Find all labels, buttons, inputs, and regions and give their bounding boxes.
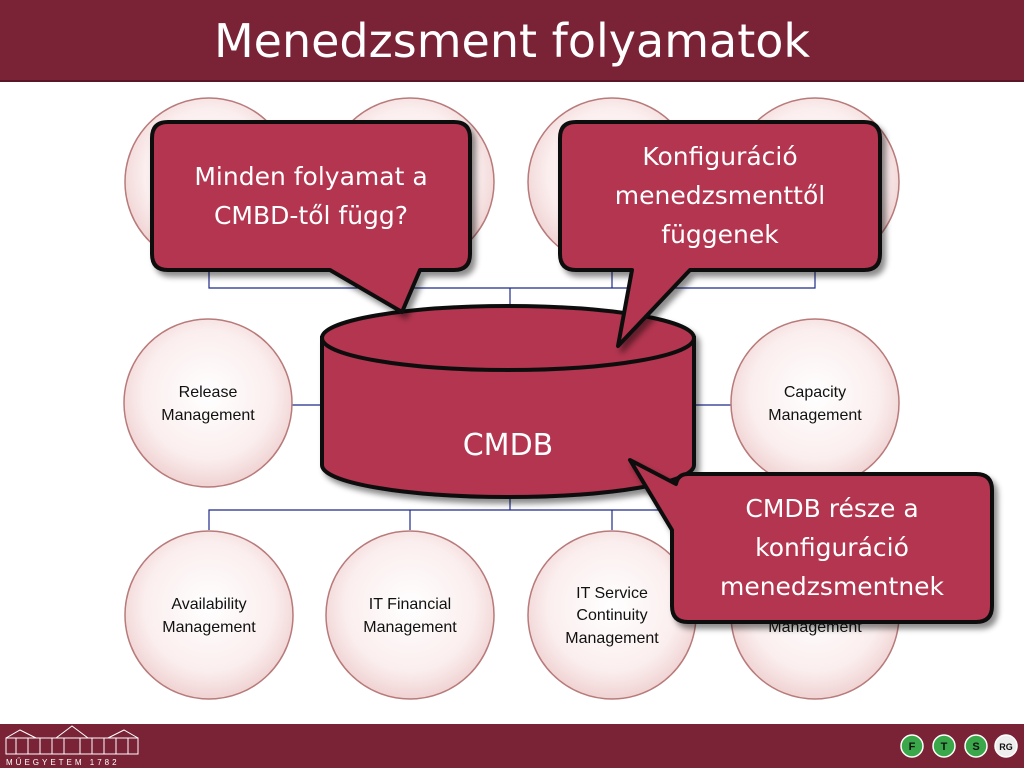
university-logo — [5, 725, 139, 755]
callout-bottom-line-1: CMDB része a — [745, 494, 918, 523]
callout-left-line-2: CMBD-től függ? — [214, 201, 408, 230]
callout-right-line-1: Konfiguráció — [642, 142, 797, 171]
svg-text:Release: Release — [179, 384, 238, 401]
callout-left — [150, 120, 472, 314]
svg-text:S: S — [972, 741, 979, 753]
callout-right-line-3: függenek — [661, 220, 779, 249]
svg-text:T: T — [941, 741, 948, 753]
svg-text:Continuity: Continuity — [576, 607, 647, 624]
process-node-capacity: Capacity Management — [730, 318, 900, 488]
svg-text:Management: Management — [363, 619, 457, 636]
callout-bottom-line-3: menedzsmentnek — [720, 572, 945, 601]
svg-text:Management: Management — [162, 619, 256, 636]
svg-text:Management: Management — [565, 630, 659, 647]
ftsrg-logo: F T S RG — [900, 734, 1018, 758]
callout-left-line-1: Minden folyamat a — [194, 162, 427, 191]
svg-text:IT Financial: IT Financial — [369, 596, 451, 613]
page-title: Menedzsment folyamatok — [213, 14, 811, 68]
svg-text:IT Service: IT Service — [576, 585, 648, 602]
footer-bar — [0, 724, 1024, 768]
svg-text:RG: RG — [999, 742, 1013, 752]
process-node-release: Release Management — [123, 318, 293, 488]
svg-text:Management: Management — [768, 407, 862, 424]
callout-bottom-line-2: konfiguráció — [755, 533, 909, 562]
footer-logos: MŰEGYETEM 1782 F T S RG — [5, 725, 1018, 767]
cmdb-cylinder — [320, 304, 696, 499]
svg-text:Availability: Availability — [171, 596, 246, 613]
cmdb-label: CMDB — [463, 428, 554, 463]
svg-text:Capacity: Capacity — [784, 384, 846, 401]
callout-right-line-2: menedzsmenttől — [615, 181, 825, 210]
callout-right — [558, 120, 882, 348]
callout-bottom — [628, 458, 994, 624]
university-logo-text: MŰEGYETEM 1782 — [6, 758, 120, 767]
header-bar — [0, 0, 1024, 82]
svg-text:Management: Management — [161, 407, 255, 424]
svg-text:F: F — [909, 741, 916, 753]
process-node-availability: Availability Management — [124, 530, 294, 700]
process-node-financial: IT Financial Management — [325, 530, 495, 700]
